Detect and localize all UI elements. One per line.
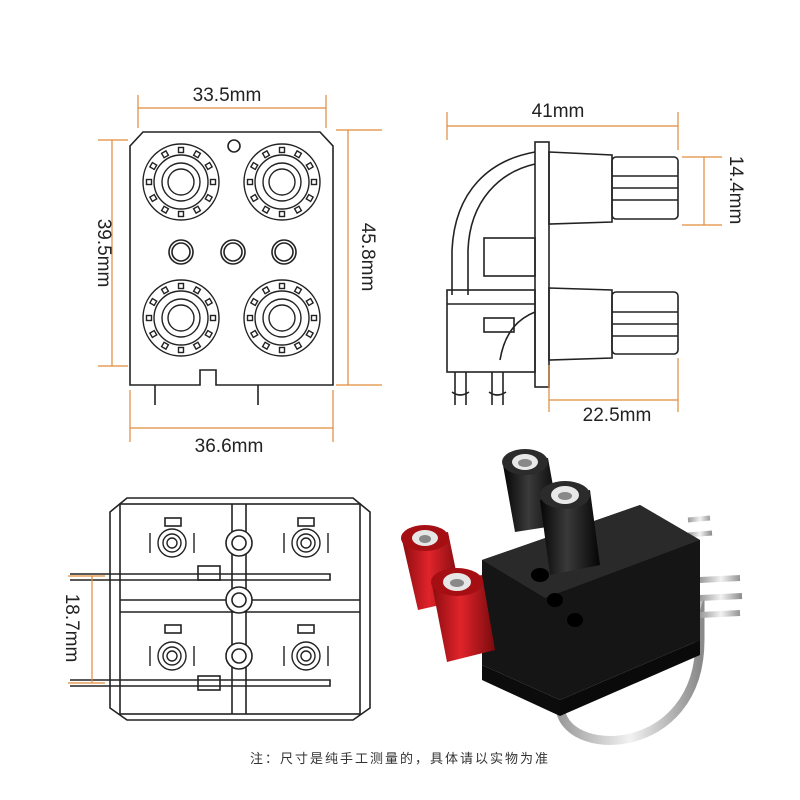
product-photo — [401, 449, 743, 745]
bottom-outline — [109, 497, 371, 721]
side-base — [446, 289, 536, 373]
front-body-outline — [129, 131, 334, 386]
bottom-terminal-2 — [283, 528, 329, 558]
side-plate — [534, 141, 550, 388]
front-width-bottom-label: 36.6mm — [195, 436, 264, 457]
bottom-terminal-4 — [283, 641, 329, 671]
side-curved-lead — [451, 151, 536, 295]
side-height-right-label: 14.4mm — [725, 156, 746, 225]
front-terminal-1 — [142, 143, 220, 221]
side-length-bottom-label: 22.5mm — [583, 405, 652, 426]
front-dimensions — [98, 95, 382, 442]
bottom-dimensions — [68, 575, 105, 684]
front-height-left-label: 39.5mm — [93, 219, 114, 288]
bottom-pitch-left-label: 18.7mm — [61, 594, 82, 663]
front-terminal-3 — [142, 279, 220, 357]
bottom-terminals — [149, 528, 329, 671]
bottom-terminal-3 — [149, 641, 195, 671]
front-terminal-2 — [243, 143, 321, 221]
side-length-top-label: 41mm — [532, 101, 585, 122]
photo-red-terminal-front — [431, 568, 495, 662]
bottom-lead-lower — [70, 679, 331, 687]
front-width-top-label: 33.5mm — [193, 85, 262, 106]
bottom-view — [70, 497, 371, 721]
side-dimensions — [446, 112, 722, 412]
side-view — [446, 141, 679, 405]
side-lower-knob — [611, 291, 679, 355]
photo-black-terminal-front — [540, 481, 600, 575]
bottom-lead-upper — [70, 573, 331, 581]
front-center-hole-1 — [168, 239, 194, 265]
measurement-note: 注：尺寸是纯手工测量的，具体请以实物为准 — [249, 752, 550, 767]
side-upper-post — [548, 151, 613, 225]
front-center-hole-3 — [271, 239, 297, 265]
side-lower-post — [548, 287, 613, 361]
front-terminals — [142, 143, 321, 357]
front-center-hole-2 — [220, 239, 246, 265]
front-height-right-label: 45.8mm — [357, 223, 378, 292]
front-terminal-4 — [243, 279, 321, 357]
bottom-terminal-1 — [149, 528, 195, 558]
photo-black-terminal-back — [502, 449, 560, 532]
front-view — [129, 131, 334, 405]
front-mount-hole — [227, 139, 241, 153]
